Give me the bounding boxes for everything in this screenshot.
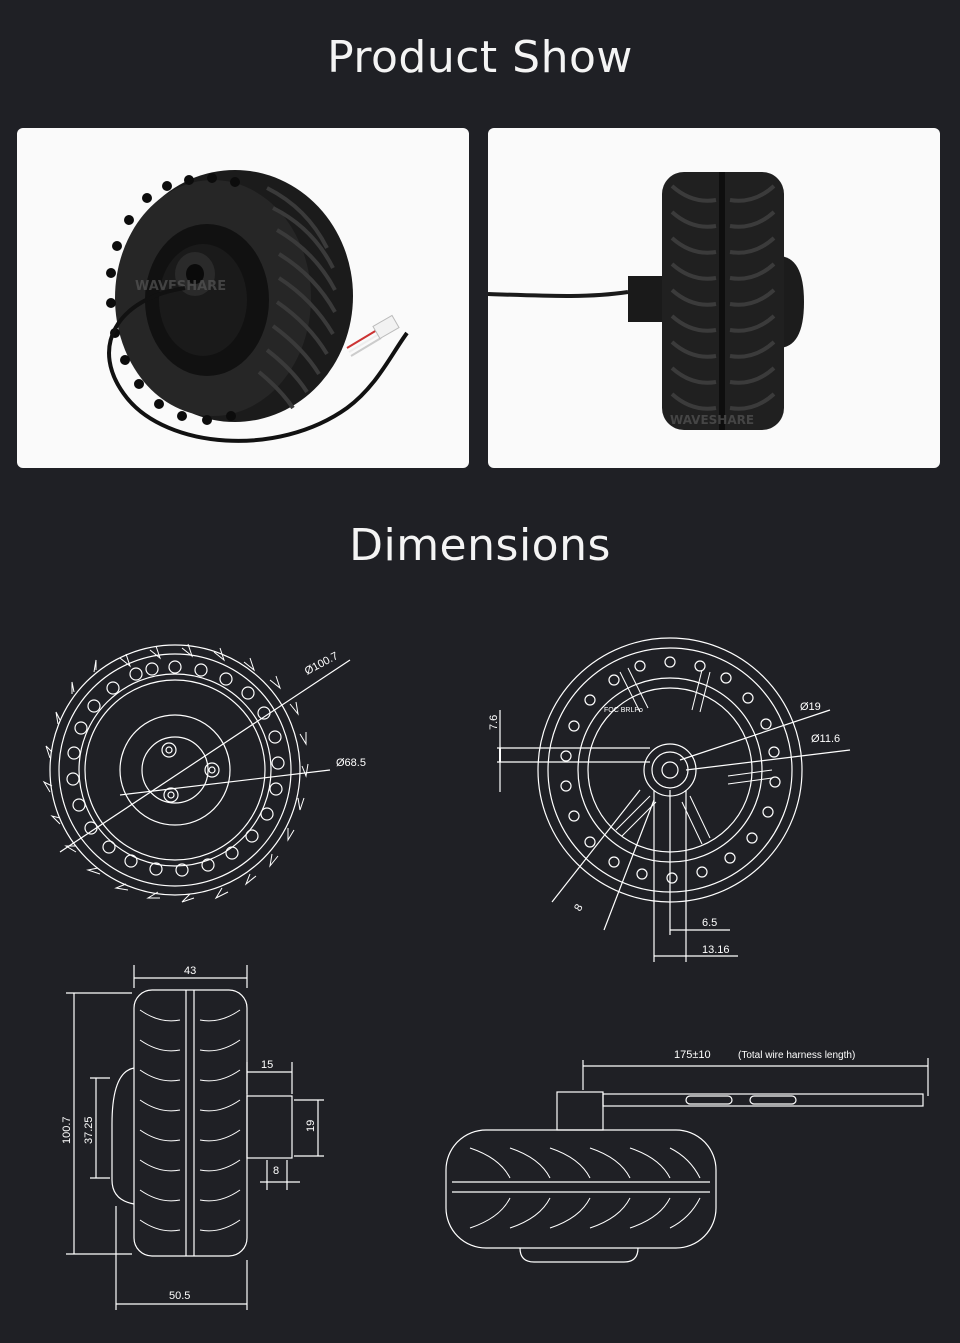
side-shaft-length-label: 15: [261, 1059, 273, 1071]
product-show-heading: Product Show: [327, 32, 633, 83]
wheel-side-image: WAVESHARE: [488, 172, 804, 430]
side-width-label: 43: [184, 965, 196, 977]
dimensions-heading: Dimensions: [349, 520, 611, 571]
back-hole-span-label: 13.16: [702, 944, 730, 956]
front-inner-diameter-label: Ø68.5: [336, 757, 366, 769]
watermark-text-side: WAVESHARE: [670, 413, 754, 427]
side-shaft-diameter-label: 19: [305, 1120, 317, 1132]
side-height-label: 100.7: [61, 1116, 73, 1144]
side-shaft-step-label: 8: [273, 1165, 279, 1177]
wire-note-label: (Total wire harness length): [738, 1050, 855, 1061]
back-shaft-inner-diameter-label: Ø11.6: [811, 733, 840, 745]
front-view-drawing: [42, 643, 351, 903]
back-offset-label: 7.6: [488, 715, 500, 730]
side-view-drawing: [66, 965, 324, 1310]
side-overall-width-label: 50.5: [169, 1290, 190, 1302]
back-hub-label: FOC BRLPo: [604, 707, 643, 714]
back-shaft-diameter-label: Ø19: [800, 701, 821, 713]
back-flat-width-label: 8: [572, 902, 585, 913]
product-photo-side: WAVESHARE: [488, 128, 940, 468]
top-view-drawing: [445, 1058, 929, 1263]
front-outer-diameter-label: Ø100.7: [303, 650, 341, 678]
product-photo-perspective: WAVESHARE: [17, 128, 469, 468]
dimension-drawings: Ø100.7 Ø68.5 FOC BRLPo Ø19 Ø11.6 7.6 8 6…: [42, 637, 929, 1310]
wheel-perspective-image: WAVESHARE: [106, 170, 409, 443]
back-hole-spacing-label: 6.5: [702, 917, 717, 929]
back-view-drawing: [497, 637, 851, 962]
side-hub-height-label: 37.25: [83, 1116, 95, 1144]
wire-length-label: 175±10: [674, 1049, 711, 1061]
watermark-text: WAVESHARE: [135, 279, 226, 294]
